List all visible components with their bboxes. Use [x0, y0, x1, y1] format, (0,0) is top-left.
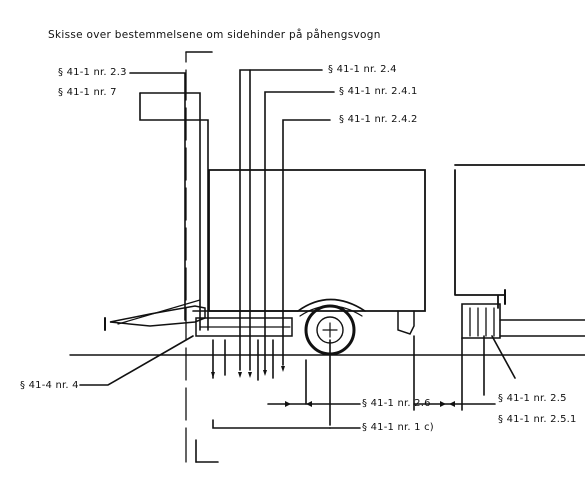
- label-41-1-2-4: § 41-1 nr. 2.4: [328, 64, 397, 75]
- label-41-4-4: § 41-4 nr. 4: [20, 380, 79, 391]
- dim-arrows: [211, 366, 285, 378]
- wheel-hub-cross: [323, 323, 337, 337]
- wheel-arch: [298, 300, 365, 312]
- leader-2-4: [240, 70, 322, 370]
- label-41-1-2-5-1: § 41-1 nr. 2.5.1: [498, 414, 577, 425]
- leader-41-4-4: [80, 336, 193, 385]
- label-41-1-7: § 41-1 nr. 7: [58, 87, 117, 98]
- leader-2-4-1: [265, 92, 334, 370]
- rear-support: [398, 311, 414, 334]
- sketch-title: Skisse over bestemmelsene om sidehinder …: [48, 29, 381, 41]
- side-guard: [196, 318, 292, 336]
- label-41-1-2-6: § 41-1 nr. 2.6: [362, 398, 431, 409]
- label-41-1-2-3: § 41-1 nr. 2.3: [58, 67, 127, 78]
- mudguard: [300, 306, 362, 316]
- rear-vehicle-body: [455, 165, 585, 308]
- dim-2-5-arrows: [440, 401, 455, 407]
- drawbar-arm: [118, 300, 200, 324]
- rear-vehicle-guard: [462, 304, 500, 338]
- rear-vehicle-guard-bars: [470, 308, 494, 336]
- trailer-body: [209, 170, 425, 311]
- label-41-1-2-4-1: § 41-1 nr. 2.4.1: [339, 86, 418, 97]
- leader-7b: [140, 93, 200, 330]
- drawbar: [110, 306, 205, 326]
- dim-1c: [213, 420, 330, 428]
- leader-7: [140, 93, 208, 330]
- label-41-1-2-4-2: § 41-1 nr. 2.4.2: [339, 114, 418, 125]
- label-41-1-2-5: § 41-1 nr. 2.5: [498, 393, 567, 404]
- leader-2-3: [130, 73, 185, 320]
- label-41-1-1c: § 41-1 nr. 1 c): [362, 422, 434, 433]
- leader-2-4-2: [283, 120, 330, 365]
- leader-2-5-1b: [492, 336, 515, 378]
